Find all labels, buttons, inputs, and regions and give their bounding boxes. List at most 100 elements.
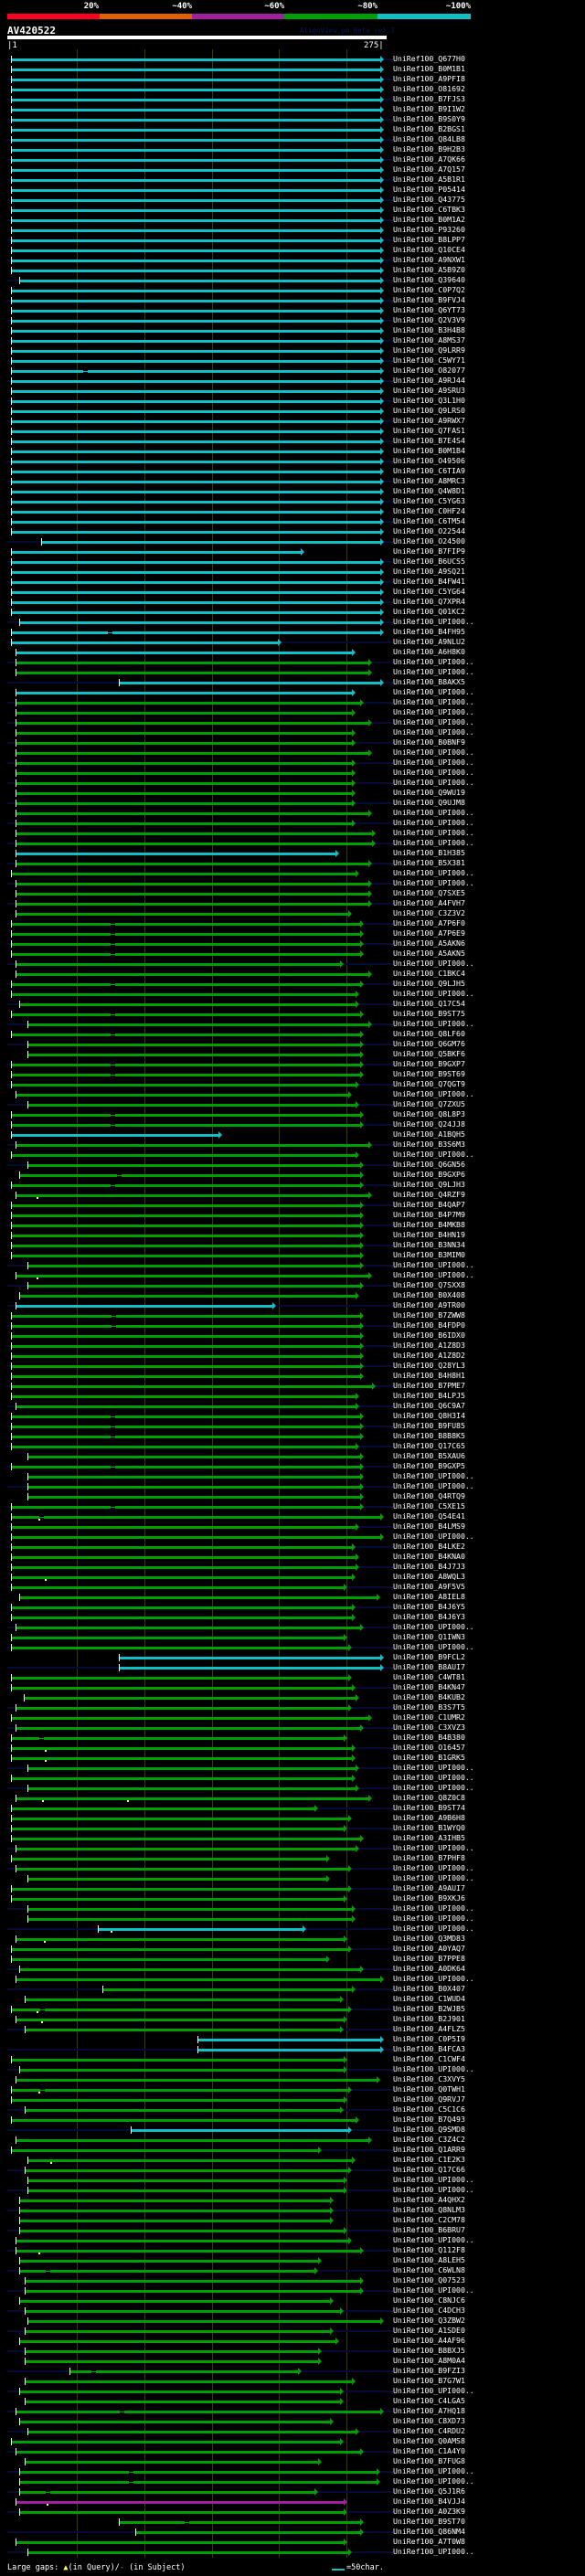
hit-label[interactable]: UniRef100_B4LPJ5 (393, 1391, 465, 1400)
hit-label[interactable]: UniRef100_UPI000.. (393, 697, 474, 706)
hit-label[interactable]: UniRef100_UPI000.. (393, 959, 474, 968)
hit-label[interactable]: UniRef100_B4J6Y3 (393, 1612, 465, 1621)
hit-label[interactable]: UniRef100_UPI000.. (393, 1863, 474, 1872)
hit-label[interactable]: UniRef100_O49506 (393, 456, 465, 465)
hit-label[interactable]: UniRef100_A9AUI7 (393, 1883, 465, 1892)
hit-label[interactable]: UniRef100_A4QHX2 (393, 2195, 465, 2204)
hit-label[interactable]: UniRef100_B8AUI7 (393, 1662, 465, 1671)
hit-label[interactable]: UniRef100_A9RJ44 (393, 376, 465, 385)
hit-label[interactable]: UniRef100_UPI000.. (393, 989, 474, 998)
hit-label[interactable]: UniRef100_B5X381 (393, 858, 465, 867)
hit-label[interactable]: UniRef100_B9FU85 (393, 1421, 465, 1430)
hit-label[interactable]: UniRef100_A5AKN6 (393, 938, 465, 948)
hit-label[interactable]: UniRef100_UPI000.. (393, 687, 474, 696)
hit-label[interactable]: UniRef100_A9B6H8 (393, 1813, 465, 1822)
hit-label[interactable]: UniRef100_UPI000.. (393, 2285, 474, 2295)
hit-label[interactable]: UniRef100_UPI000.. (393, 717, 474, 726)
hit-label[interactable]: UniRef100_Q7XPR4 (393, 597, 465, 606)
hit-label[interactable]: UniRef100_P93260 (393, 225, 465, 234)
hit-label[interactable]: UniRef100_B3S6M3 (393, 1140, 465, 1149)
hit-label[interactable]: UniRef100_A1SDE0 (393, 2326, 465, 2335)
hit-label[interactable]: UniRef100_O16457 (393, 1743, 465, 1752)
hit-label[interactable]: UniRef100_Q43775 (393, 195, 465, 204)
hit-label[interactable]: UniRef100_B7E4S4 (393, 436, 465, 445)
hit-label[interactable]: UniRef100_Q8L8P3 (393, 1109, 465, 1118)
hit-label[interactable]: UniRef100_UPI000.. (393, 1270, 474, 1279)
hit-label[interactable]: UniRef100_B4HN19 (393, 1230, 465, 1239)
hit-label[interactable]: UniRef100_A7T0W8 (393, 2537, 465, 2546)
hit-label[interactable]: UniRef100_Q677H0 (393, 54, 465, 63)
hit-label[interactable]: UniRef100_UPI000.. (393, 1913, 474, 1923)
hit-label[interactable]: UniRef100_C8XD73 (393, 2416, 465, 2425)
hit-label[interactable]: UniRef100_Q7SXE5 (393, 888, 465, 897)
hit-label[interactable]: UniRef100_B9ST75 (393, 1009, 465, 1018)
hit-label[interactable]: UniRef100_Q9UJM8 (393, 798, 465, 807)
hit-label[interactable]: UniRef100_UPI000.. (393, 808, 474, 817)
hit-label[interactable]: UniRef100_A6H8K0 (393, 647, 465, 656)
hit-label[interactable]: UniRef100_C1CWF4 (393, 2054, 465, 2063)
hit-label[interactable]: UniRef100_A9SRU3 (393, 386, 465, 395)
hit-label[interactable]: UniRef100_B4FW41 (393, 577, 465, 586)
hit-label[interactable]: UniRef100_Q17C66 (393, 2165, 465, 2174)
hit-label[interactable]: UniRef100_Q54E41 (393, 1511, 465, 1521)
hit-label[interactable]: UniRef100_UPI000.. (393, 657, 474, 666)
hit-label[interactable]: UniRef100_B0M1B4 (393, 446, 465, 455)
hit-label[interactable]: UniRef100_B4MKB8 (393, 1220, 465, 1229)
hit-label[interactable]: UniRef100_B7G7W1 (393, 2376, 465, 2385)
hit-label[interactable]: UniRef100_Q86NM4 (393, 2527, 465, 2536)
hit-label[interactable]: UniRef100_C6TIA9 (393, 466, 465, 475)
hit-label[interactable]: UniRef100_Q7SXX8 (393, 1280, 465, 1289)
hit-label[interactable]: UniRef100_UPI000.. (393, 617, 474, 626)
hit-label[interactable]: UniRef100_A9TR00 (393, 1300, 465, 1309)
hit-label[interactable]: UniRef100_Q9RVJ7 (393, 2094, 465, 2104)
hit-label[interactable]: UniRef100_B7PME7 (393, 1381, 465, 1390)
hit-label[interactable]: UniRef100_B9GXP7 (393, 1059, 465, 1068)
hit-label[interactable]: UniRef100_C3XVZ3 (393, 1723, 465, 1732)
hit-label[interactable]: UniRef100_B8BXJ5 (393, 2346, 465, 2355)
hit-label[interactable]: UniRef100_Q4W8D1 (393, 486, 465, 495)
hit-label[interactable]: UniRef100_Q9LRR9 (393, 345, 465, 355)
hit-label[interactable]: UniRef100_B4H8H1 (393, 1371, 465, 1380)
hit-label[interactable]: UniRef100_UPI000.. (393, 1924, 474, 1933)
hit-label[interactable]: UniRef100_Q6YT73 (393, 305, 465, 314)
hit-label[interactable]: UniRef100_UPI000.. (393, 2235, 474, 2244)
hit-label[interactable]: UniRef100_B4QAP7 (393, 1200, 465, 1209)
hit-label[interactable]: UniRef100_P05414 (393, 185, 465, 194)
hit-label[interactable]: UniRef100_B4LMS9 (393, 1521, 465, 1531)
hit-label[interactable]: UniRef100_B7FUG8 (393, 2456, 465, 2465)
hit-label[interactable]: UniRef100_B1WYQ0 (393, 1823, 465, 1832)
hit-label[interactable]: UniRef100_B3S7T5 (393, 1702, 465, 1712)
hit-label[interactable]: UniRef100_Q8LF60 (393, 1029, 465, 1038)
hit-label[interactable]: UniRef100_A8MS37 (393, 335, 465, 345)
hit-label[interactable]: UniRef100_A8M0A4 (393, 2356, 465, 2365)
hit-label[interactable]: UniRef100_C1UMR2 (393, 1712, 465, 1722)
hit-label[interactable]: UniRef100_B7FJS3 (393, 94, 465, 103)
hit-label[interactable]: UniRef100_UPI000.. (393, 1622, 474, 1631)
hit-label[interactable]: UniRef100_A8WQL3 (393, 1572, 465, 1581)
hit-label[interactable]: UniRef100_UPI000.. (393, 1773, 474, 1782)
hit-label[interactable]: UniRef100_B0M1B1 (393, 64, 465, 73)
hit-label[interactable]: UniRef100_UPI000.. (393, 747, 474, 757)
hit-label[interactable]: UniRef100_Q7FAS1 (393, 426, 465, 435)
hit-label[interactable]: UniRef100_B2J901 (393, 2014, 465, 2023)
hit-label[interactable]: UniRef100_Q112F8 (393, 2245, 465, 2254)
hit-label[interactable]: UniRef100_A8MRC3 (393, 476, 465, 485)
hit-label[interactable]: UniRef100_O81692 (393, 84, 465, 93)
hit-label[interactable]: UniRef100_Q0TWH1 (393, 2084, 465, 2094)
hit-label[interactable]: UniRef100_B9FZI3 (393, 2366, 465, 2375)
hit-label[interactable]: UniRef100_A5B1R1 (393, 175, 465, 184)
hit-label[interactable]: UniRef100_B7PHF8 (393, 1853, 465, 1862)
hit-label[interactable]: UniRef100_Q9LJH5 (393, 979, 465, 988)
hit-label[interactable]: UniRef100_B4J6Y5 (393, 1602, 465, 1611)
hit-label[interactable]: UniRef100_UPI000.. (393, 868, 474, 877)
hit-label[interactable]: UniRef100_B4LKE2 (393, 1542, 465, 1551)
hit-label[interactable]: UniRef100_A8IEL8 (393, 1592, 465, 1601)
hit-label[interactable]: UniRef100_Q6GN56 (393, 1160, 465, 1169)
hit-label[interactable]: UniRef100_UPI000.. (393, 818, 474, 827)
hit-label[interactable]: UniRef100_B3NN34 (393, 1240, 465, 1249)
hit-label[interactable]: UniRef100_B1H385 (393, 848, 465, 857)
hit-label[interactable]: UniRef100_UPI000.. (393, 1481, 474, 1490)
hit-label[interactable]: UniRef100_A4FVH7 (393, 898, 465, 907)
hit-label[interactable]: UniRef100_Q9LRS0 (393, 406, 465, 415)
hit-label[interactable]: UniRef100_UPI000.. (393, 1471, 474, 1480)
